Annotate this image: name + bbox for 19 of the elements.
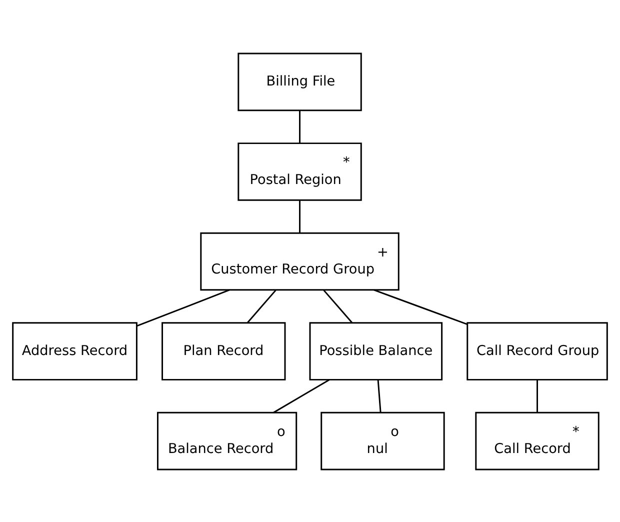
connector — [323, 289, 353, 323]
connector — [273, 378, 330, 413]
connector — [247, 289, 276, 323]
node-box: * Call Record — [475, 411, 600, 470]
node-box: o Balance Record — [156, 411, 298, 470]
node-box: Plan Record — [162, 322, 286, 380]
node-box: o nul — [320, 411, 445, 470]
node-box: Address Record — [12, 322, 138, 380]
connector — [536, 380, 538, 412]
connector — [377, 380, 382, 412]
connector — [374, 288, 468, 325]
node-box: * Postal Region — [238, 142, 362, 200]
node-box: Call Record Group — [466, 322, 608, 380]
node-box: + Customer Record Group — [200, 232, 400, 290]
node-box: Billing File — [238, 52, 362, 111]
connector — [136, 288, 230, 326]
connector — [299, 200, 301, 232]
connector — [299, 110, 301, 143]
node-box: Possible Balance — [309, 322, 443, 380]
